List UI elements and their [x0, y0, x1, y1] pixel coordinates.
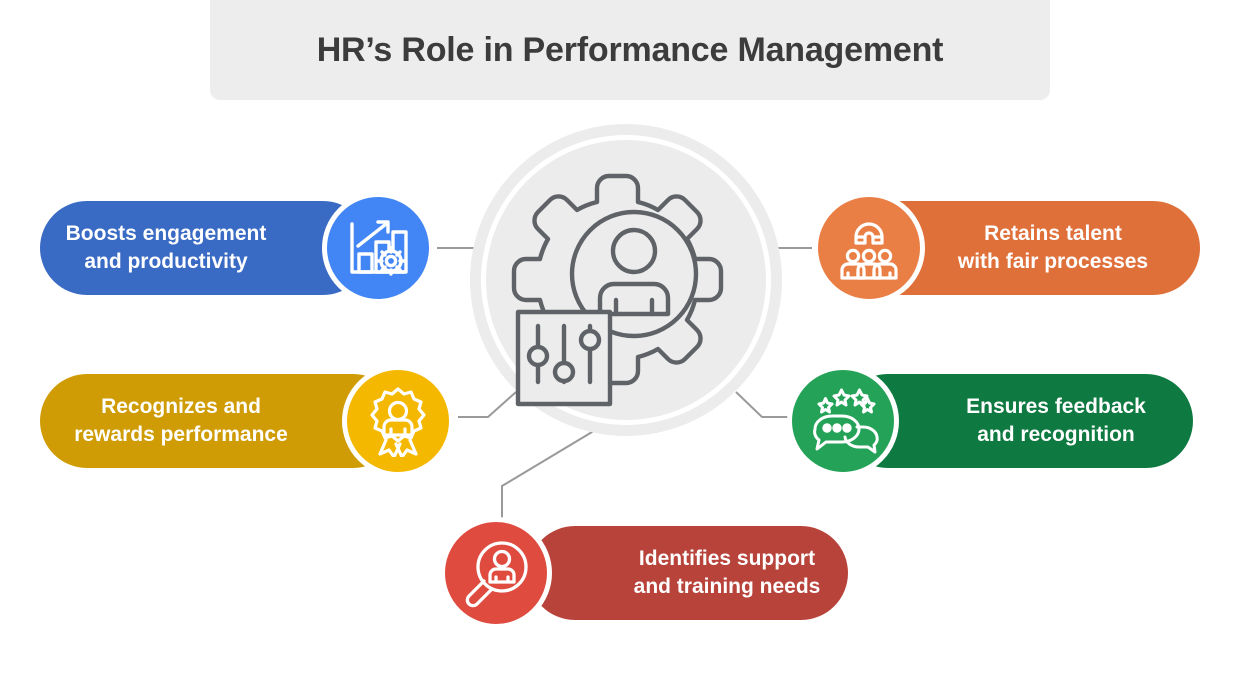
card-recognition[interactable]: Recognizes and rewards performance [40, 374, 400, 468]
card-feedback-label: Ensures feedback and recognition [966, 395, 1146, 446]
page-title: HR’s Role in Performance Management [316, 30, 944, 69]
magnet-people-icon[interactable] [813, 192, 925, 304]
award-ribbon-person-icon[interactable] [342, 365, 454, 477]
card-training[interactable]: Identifies support and training needs [528, 526, 848, 620]
gear-person-settings-icon [511, 173, 724, 407]
title-band: HR’s Role in Performance Management [210, 0, 1050, 100]
bar-chart-growth-gear-icon[interactable] [322, 192, 434, 304]
card-retention-label: Retains talent with fair processes [957, 222, 1149, 273]
chat-bubbles-stars-icon[interactable] [787, 365, 899, 477]
magnifier-person-icon[interactable] [440, 517, 552, 629]
card-engagement-label: Boosts engagement and productivity [65, 222, 267, 273]
card-engagement[interactable]: Boosts engagement and productivity [40, 201, 370, 295]
card-feedback[interactable]: Ensures feedback and recognition [841, 374, 1193, 468]
card-recognition-label: Recognizes and rewards performance [74, 395, 288, 446]
card-training-label: Identifies support and training needs [633, 547, 821, 598]
